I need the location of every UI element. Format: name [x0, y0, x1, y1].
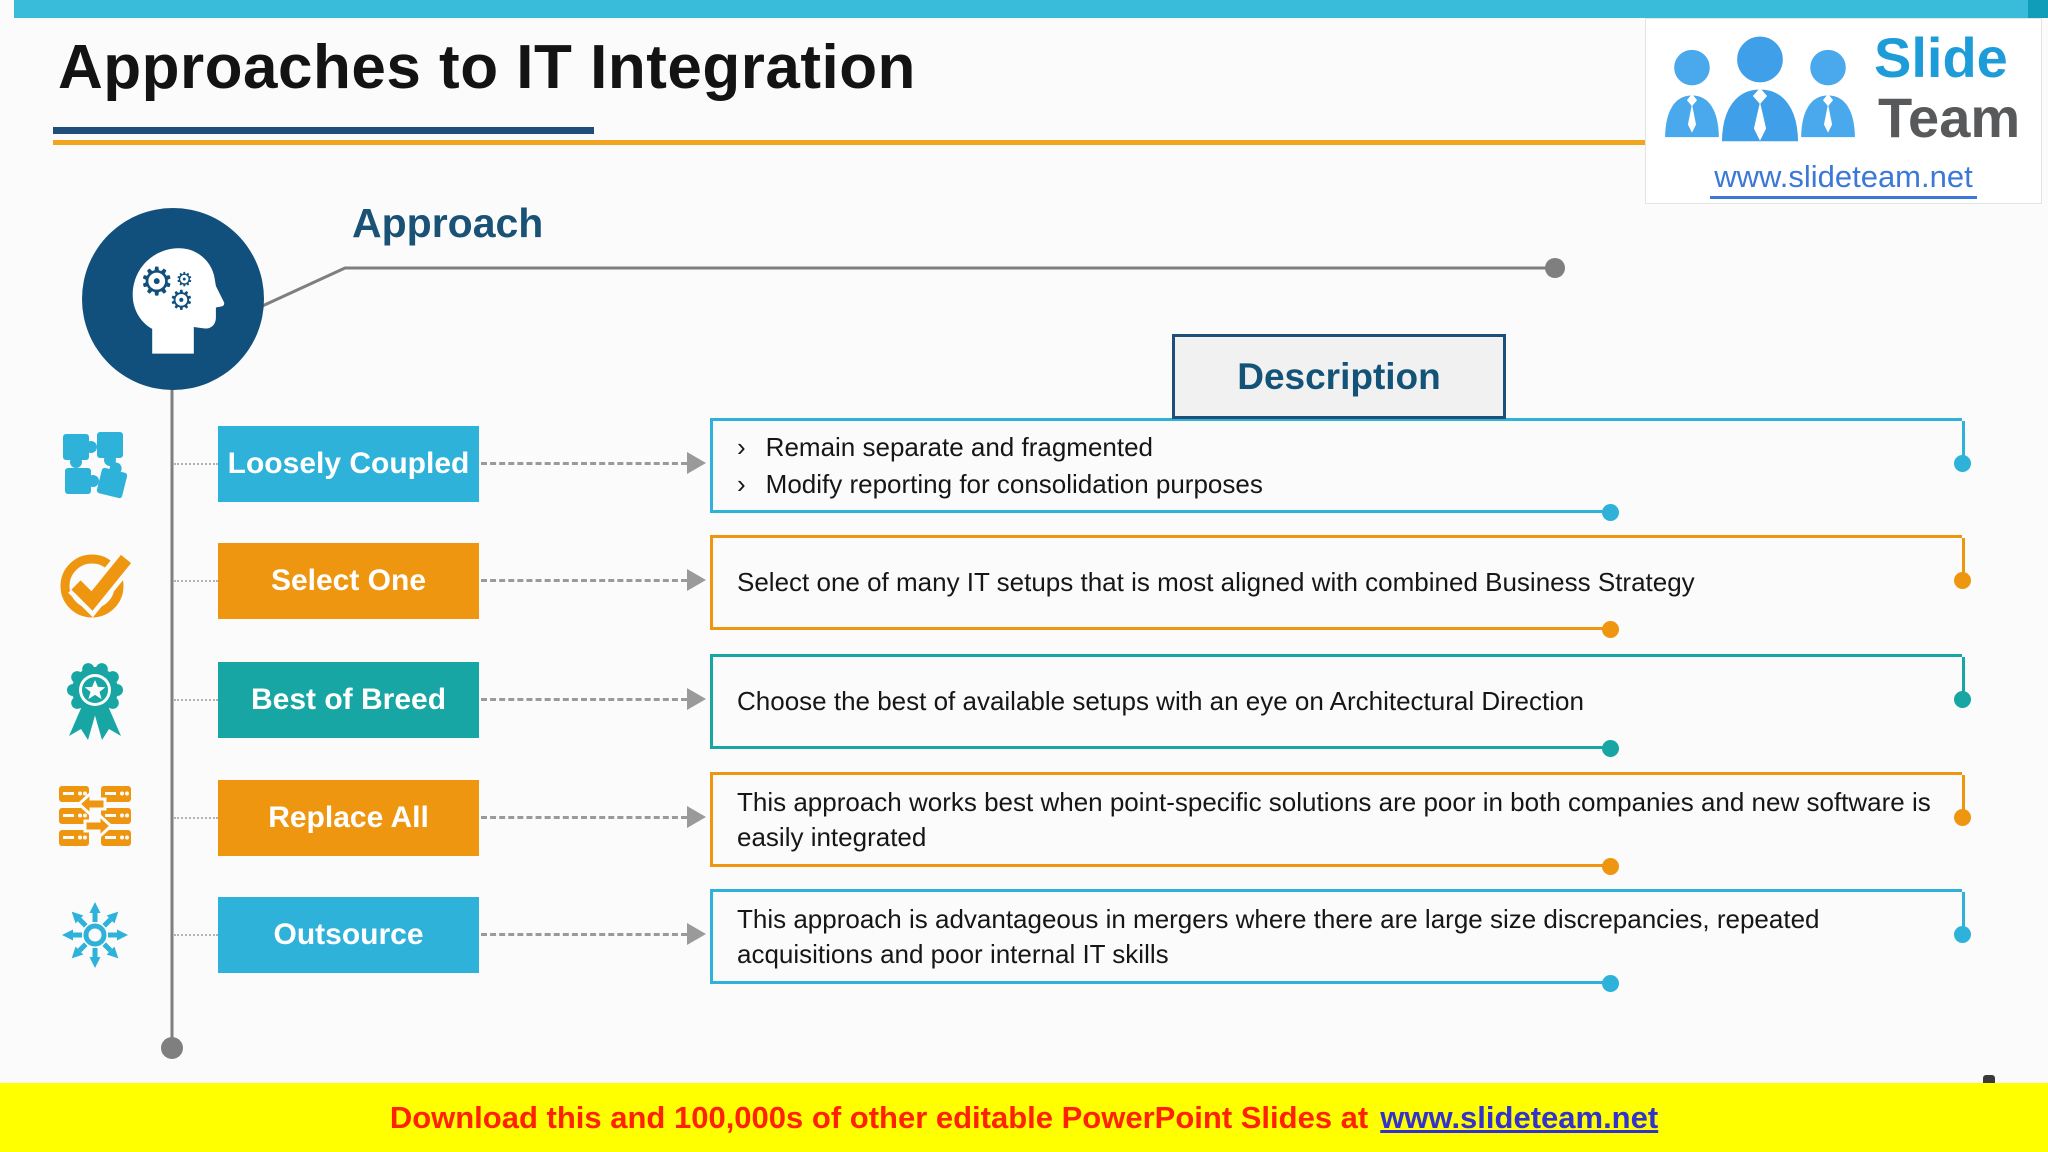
connector-dot: [1602, 858, 1620, 875]
connector-dot: [1954, 691, 1971, 708]
check-circle-icon: [60, 552, 135, 618]
svg-text:⚙: ⚙: [176, 268, 193, 291]
page-number-clipped: [1983, 1075, 1995, 1083]
connector-dot: [1602, 740, 1620, 757]
brain-circle: ⚙ ⚙ ⚙: [82, 208, 264, 390]
footer-banner: Download this and 100,000s of other edit…: [0, 1083, 2048, 1152]
approach-column-label: Approach: [352, 200, 544, 246]
logo-text-team: Team: [1878, 86, 2021, 149]
title-underline-navy: [53, 127, 594, 134]
slideteam-logo: Slide Team www.slideteam.net: [1645, 18, 2042, 204]
arrow-head-icon: [687, 452, 706, 474]
description-text: Select one of many IT setups that is mos…: [737, 567, 1695, 598]
approach-button-outsource[interactable]: Outsource: [218, 897, 479, 973]
connector-dot: [1545, 258, 1565, 278]
arrow-head-icon: [687, 923, 706, 945]
description-box: This approach works best when point-spec…: [710, 772, 1971, 875]
approach-row: Select One Select one of many IT setups …: [0, 535, 2048, 638]
description-column-header: Description: [1172, 334, 1506, 419]
dashed-arrow-line: [481, 933, 687, 936]
arrow-head-icon: [687, 806, 706, 828]
connector-dot: [1954, 455, 1971, 472]
data-transfer-icon: [59, 786, 131, 846]
connector-dot: [1954, 926, 1971, 943]
approach-button-replace-all[interactable]: Replace All: [218, 780, 479, 856]
top-accent-bar: [14, 0, 2048, 18]
description-text: Choose the best of available setups with…: [737, 686, 1584, 717]
connector-dot: [161, 1037, 183, 1059]
dashed-arrow-line: [481, 698, 687, 701]
approach-row: Outsource This approach is advantageous …: [0, 889, 2048, 992]
bullet-marker: ›: [737, 468, 746, 499]
dotted-connector: [174, 817, 218, 819]
svg-text:⚙: ⚙: [139, 260, 174, 305]
bullet-marker: ›: [737, 432, 746, 463]
radiating-arrows-icon: [62, 902, 128, 968]
arrow-head-icon: [687, 688, 706, 710]
page-title: Approaches to IT Integration: [58, 33, 916, 102]
description-text: This approach is advantageous in mergers…: [737, 904, 1820, 969]
bullet-line: ›Modify reporting for consolidation purp…: [737, 466, 1934, 502]
bullet-line: ›Remain separate and fragmented: [737, 429, 1934, 465]
dotted-connector: [174, 463, 218, 465]
description-box: Select one of many IT setups that is mos…: [710, 535, 1971, 638]
top-accent-bar-corner: [2028, 0, 2048, 18]
dashed-arrow-line: [481, 816, 687, 819]
people-icon: [1662, 33, 1858, 145]
approach-button-loosely-coupled[interactable]: Loosely Coupled: [218, 426, 479, 502]
approach-row: Replace All This approach works best whe…: [0, 772, 2048, 875]
award-ribbon-icon: [67, 663, 123, 740]
footer-message: Download this and 100,000s of other edit…: [389, 1099, 1369, 1135]
puzzle-icon: [63, 432, 128, 499]
description-box: ›Remain separate and fragmented ›Modify …: [710, 418, 1971, 521]
brain-gears-head-icon: ⚙ ⚙ ⚙: [132, 248, 225, 354]
logo-website-link[interactable]: www.slideteam.net: [1646, 159, 2041, 199]
title-underline-orange: [53, 140, 2038, 145]
description-box: This approach is advantageous in mergers…: [710, 889, 1971, 992]
arrow-head-icon: [687, 569, 706, 591]
approach-button-best-of-breed[interactable]: Best of Breed: [218, 662, 479, 738]
description-text: This approach works best when point-spec…: [737, 787, 1931, 852]
dashed-arrow-line: [481, 579, 687, 582]
svg-text:⚙: ⚙: [169, 285, 193, 316]
approach-button-select-one[interactable]: Select One: [218, 543, 479, 619]
footer-link[interactable]: www.slideteam.net: [1380, 1099, 1659, 1135]
connector-dot: [1602, 975, 1620, 992]
logo-text-slide: Slide: [1874, 26, 2008, 89]
approach-row: Loosely Coupled ›Remain separate and fra…: [0, 418, 2048, 521]
dashed-arrow-line: [481, 462, 687, 465]
connector-dot: [1602, 504, 1620, 521]
connector-dot: [1954, 809, 1971, 826]
dotted-connector: [174, 580, 218, 582]
approach-row: Best of Breed Choose the best of availab…: [0, 654, 2048, 757]
dotted-connector: [174, 934, 218, 936]
description-box: Choose the best of available setups with…: [710, 654, 1971, 757]
dotted-connector: [174, 699, 218, 701]
connector-dot: [1602, 621, 1620, 638]
connector-dot: [1954, 572, 1971, 589]
